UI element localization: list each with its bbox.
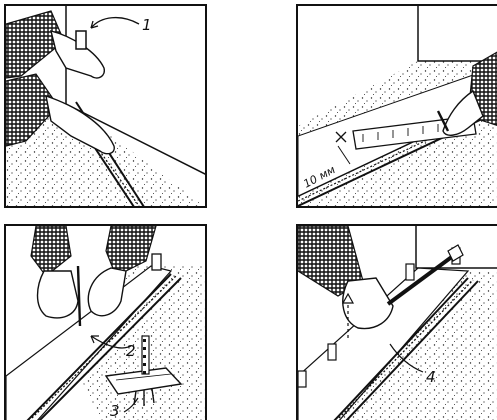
left-hand bbox=[38, 271, 79, 318]
awl-handle bbox=[142, 336, 149, 374]
left-sleeve bbox=[31, 226, 71, 276]
panel-4-trim-edge: 4 bbox=[296, 224, 497, 420]
wall-corner-line bbox=[418, 6, 497, 61]
tack-strip-piece bbox=[76, 31, 86, 49]
panel-3-awl-stretching: 2 3 bbox=[4, 224, 207, 420]
panel-2-measure-offset: 10 мм bbox=[296, 4, 497, 208]
tack-strip-piece bbox=[152, 254, 161, 270]
callout-1: 1 bbox=[142, 16, 152, 34]
panel-1-tack-strip-placement: 1 bbox=[4, 4, 207, 208]
callout-2: 2 bbox=[126, 342, 136, 360]
callout-4: 4 bbox=[426, 368, 436, 386]
callout-3: 3 bbox=[110, 402, 120, 420]
callout-1-leader bbox=[91, 18, 139, 28]
awl-shaft bbox=[78, 266, 80, 326]
